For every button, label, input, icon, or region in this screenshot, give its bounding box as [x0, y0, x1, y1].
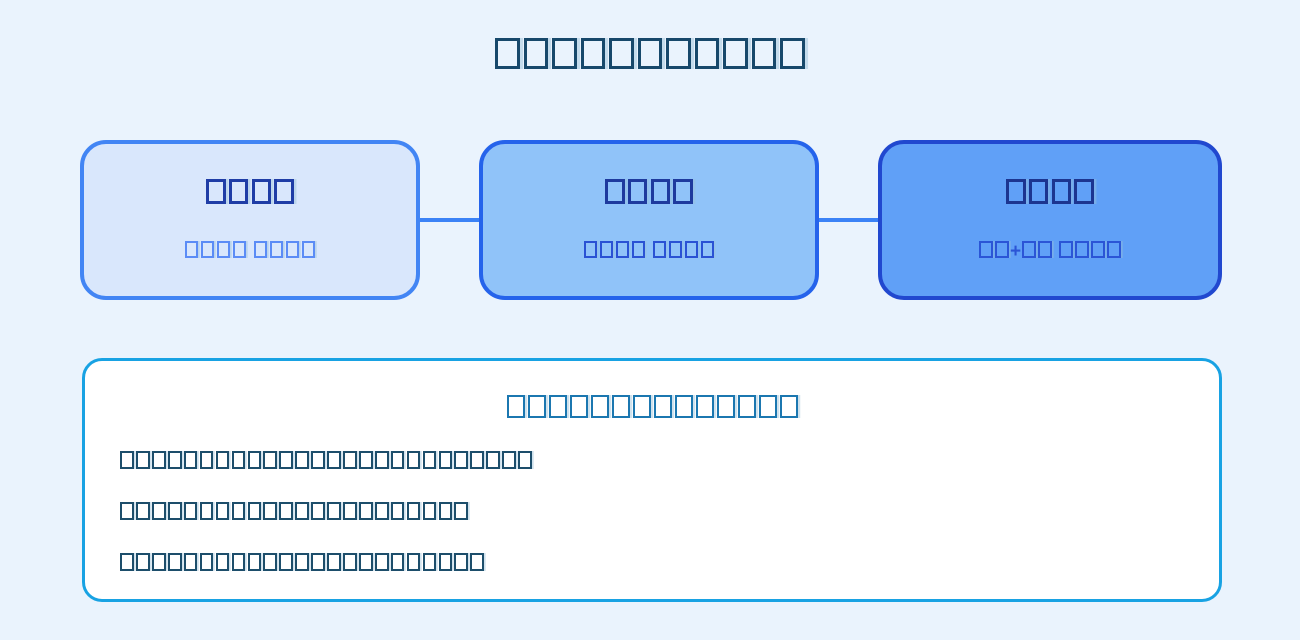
connector-line-2	[819, 218, 878, 222]
connector-line-1	[420, 218, 479, 222]
step-3-title	[1005, 178, 1096, 209]
info-panel-line-2	[119, 487, 1219, 538]
step-1-title	[205, 178, 296, 209]
info-panel-title	[85, 394, 1219, 423]
info-panel	[82, 358, 1222, 602]
info-panel-line-3	[119, 538, 1219, 589]
step-2-subtitle	[583, 240, 716, 263]
step-3-subtitle: +	[978, 241, 1122, 263]
step-card-1	[80, 140, 420, 300]
info-panel-body	[119, 436, 1219, 589]
step-card-2	[479, 140, 819, 300]
steps-row: +	[80, 140, 1222, 300]
page-title	[0, 36, 1300, 75]
step-card-3: +	[878, 140, 1222, 300]
step-2-title	[604, 178, 695, 209]
info-panel-line-1	[119, 436, 1219, 487]
step-1-subtitle	[184, 240, 317, 263]
